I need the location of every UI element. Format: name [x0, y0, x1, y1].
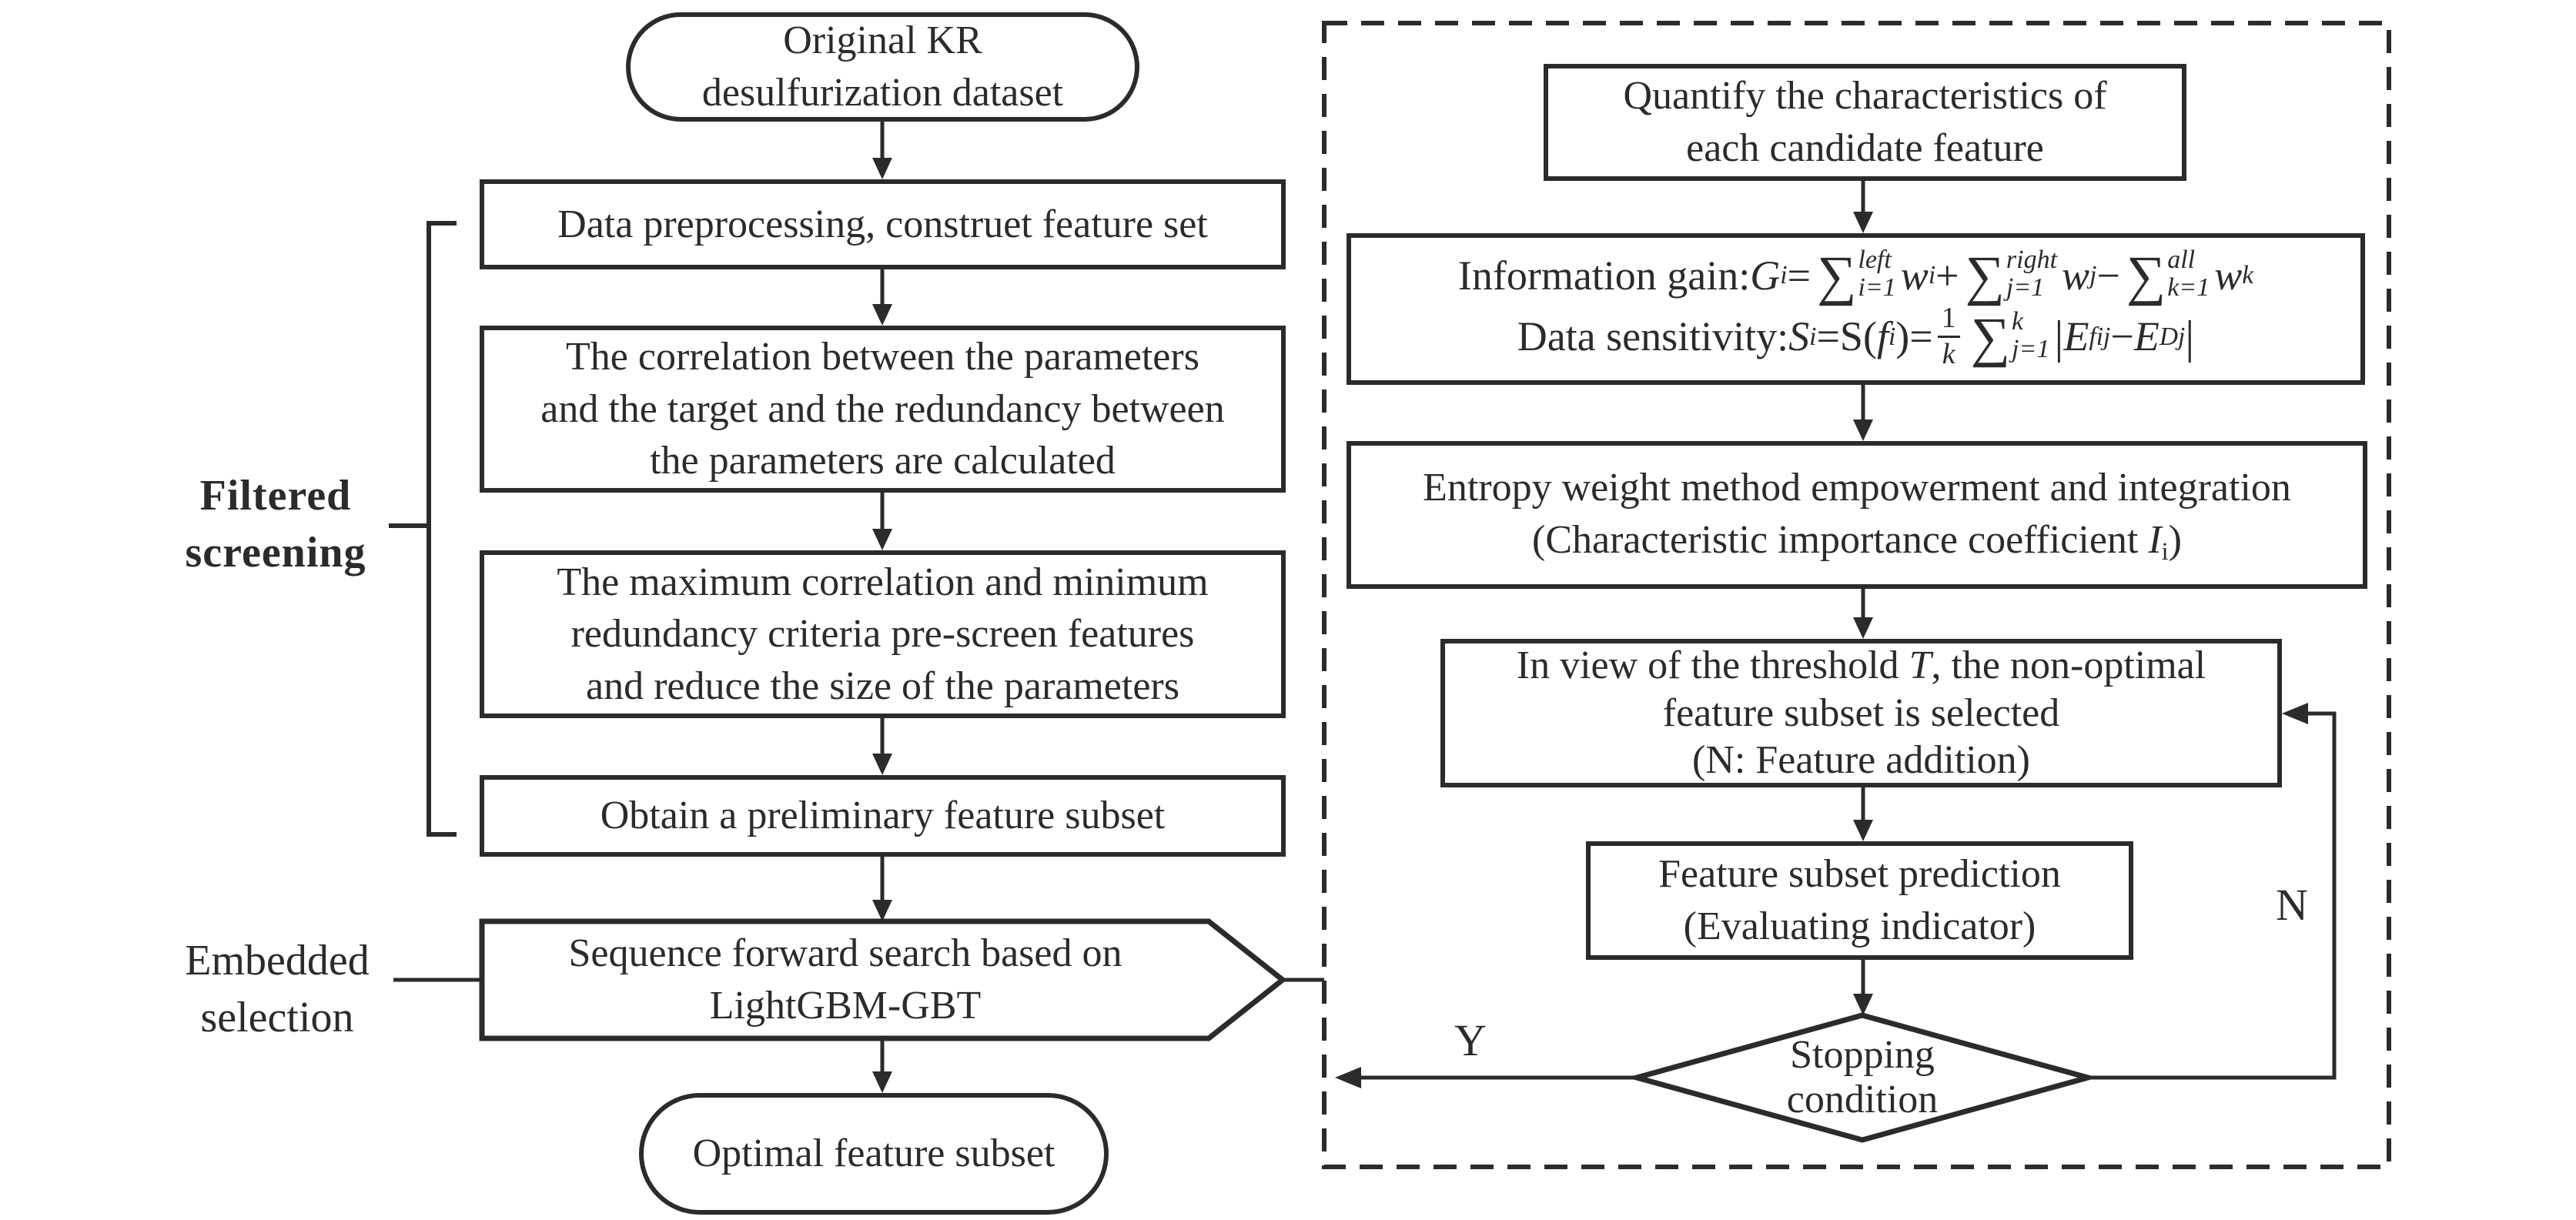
math-var: G — [1750, 252, 1781, 299]
filtered-screening-bracket — [389, 221, 457, 837]
math-var: f — [1876, 313, 1889, 360]
math-sub: i — [2161, 536, 2169, 565]
node-text-line: Data preprocessing, construet feature se… — [557, 202, 1208, 246]
label-line: selection — [200, 993, 354, 1041]
node-preliminary-subset: Obtain a preliminary feature subset — [480, 775, 1286, 857]
node-original-dataset: Original KR desulfurization dataset — [626, 12, 1139, 122]
math-op: − — [2110, 313, 2134, 360]
node-quantify-characteristics: Quantify the characteristics of each can… — [1544, 64, 2186, 181]
node-text-line: Obtain a preliminary feature subset — [600, 794, 1166, 838]
node-text-line: Feature subset prediction — [1658, 852, 2061, 897]
pentagon-shape — [479, 918, 1287, 1041]
node-text-line: The maximum correlation and minimum — [557, 560, 1209, 604]
branch-no-loop — [2087, 711, 2337, 1080]
math-op: = — [1787, 252, 1812, 299]
math-var: I — [2148, 517, 2162, 562]
label-embedded-selection: Embedded selection — [139, 933, 416, 1047]
math-var: E — [2133, 313, 2159, 360]
node-text-line: Entropy weight method empowerment and in… — [1423, 466, 2291, 510]
node-text-line: and reduce the size of the parameters — [586, 663, 1179, 708]
node-optimal-subset: Optimal feature subset — [639, 1093, 1109, 1215]
node-text-line: Original KR — [783, 18, 982, 63]
node-text-line: feature subset is selected — [1662, 690, 2060, 735]
label-filtered-screening: Filtered screening — [137, 468, 414, 582]
dashed-boundary — [1322, 21, 2391, 1169]
sigma-symbol: ∑ — [1817, 245, 1857, 307]
node-text-line: redundancy criteria pre-screen features — [570, 612, 1195, 657]
node-threshold-selection: In view of the threshold T, the non-opti… — [1440, 639, 2282, 787]
node-text-line: (N: Feature addition) — [1692, 738, 2030, 783]
formula-label: Data sensitivity: — [1517, 313, 1789, 360]
branch-label-no: N — [2276, 880, 2308, 930]
math-var: T — [1909, 643, 1932, 687]
math-sub: i — [1780, 261, 1788, 290]
node-mrmr-prescreen: The maximum correlation and minimum redu… — [480, 550, 1286, 718]
node-text-line: the parameters are calculated — [650, 439, 1116, 483]
math-var: w — [1900, 252, 1929, 299]
math-sub: i — [1888, 322, 1896, 351]
math-sub: i — [1809, 322, 1817, 351]
branch-label-yes: Y — [1454, 1015, 1487, 1065]
node-text-line: and the target and the redundancy betwee… — [540, 386, 1225, 431]
node-text-line: desulfurization dataset — [701, 71, 1064, 115]
math-var: E — [2063, 313, 2089, 360]
node-text-line: each candidate feature — [1686, 126, 2044, 170]
node-data-preprocessing: Data preprocessing, construet feature se… — [480, 179, 1286, 269]
math-sub: Dj — [2159, 322, 2186, 351]
sigma-symbol: ∑ — [1965, 245, 2005, 307]
node-sequence-forward-search: Sequence forward search based on LightGB… — [482, 921, 1209, 1038]
node-text-line: (Characteristic importance coefficient I… — [1532, 517, 2182, 565]
math-op: )= — [1895, 313, 1933, 360]
math-sub: fij — [2089, 322, 2111, 351]
node-text-line: The correlation between the parameters — [566, 335, 1199, 379]
node-text-line: Quantify the characteristics of — [1623, 74, 2107, 119]
node-entropy-weight: Entropy weight method empowerment and in… — [1347, 441, 2367, 589]
diamond-shape — [1626, 1012, 2099, 1143]
sigma-symbol: ∑ — [1970, 306, 2011, 368]
label-line: Filtered — [199, 472, 352, 520]
math-op: + — [1935, 252, 1959, 299]
math-op: − — [2096, 252, 2120, 299]
math-op: =S( — [1816, 313, 1877, 360]
node-text-line: LightGBM-GBT — [709, 984, 982, 1028]
formula-label: Information gain: — [1457, 252, 1751, 299]
node-stopping-condition: Stopping condition — [1708, 1030, 2016, 1125]
math-var: w — [2214, 252, 2243, 299]
node-correlation-redundancy: The correlation between the parameters a… — [480, 326, 1286, 493]
node-text-line: (Evaluating indicator) — [1683, 904, 2036, 948]
math-abs-bar: | — [2185, 311, 2195, 363]
label-line: Embedded — [185, 937, 370, 984]
arrowheads — [872, 158, 2308, 1093]
label-line: screening — [185, 528, 366, 577]
node-text-line: Optimal feature subset — [692, 1131, 1055, 1176]
math-sub: i — [1928, 261, 1936, 290]
sigma-symbol: ∑ — [2126, 245, 2166, 307]
math-abs-bar: | — [2054, 311, 2064, 363]
math-var: S — [1788, 313, 1810, 360]
node-text-line: In view of the threshold T, the non-opti… — [1516, 643, 2206, 687]
math-sub: j — [2089, 261, 2097, 290]
node-subset-prediction: Feature subset prediction (Evaluating in… — [1586, 841, 2133, 960]
math-sub: k — [2242, 261, 2254, 290]
math-var: w — [2062, 252, 2090, 299]
node-text-line: condition — [1786, 1078, 1939, 1121]
node-text-line: Stopping — [1790, 1032, 1935, 1077]
node-text-line: Sequence forward search based on — [568, 931, 1122, 976]
